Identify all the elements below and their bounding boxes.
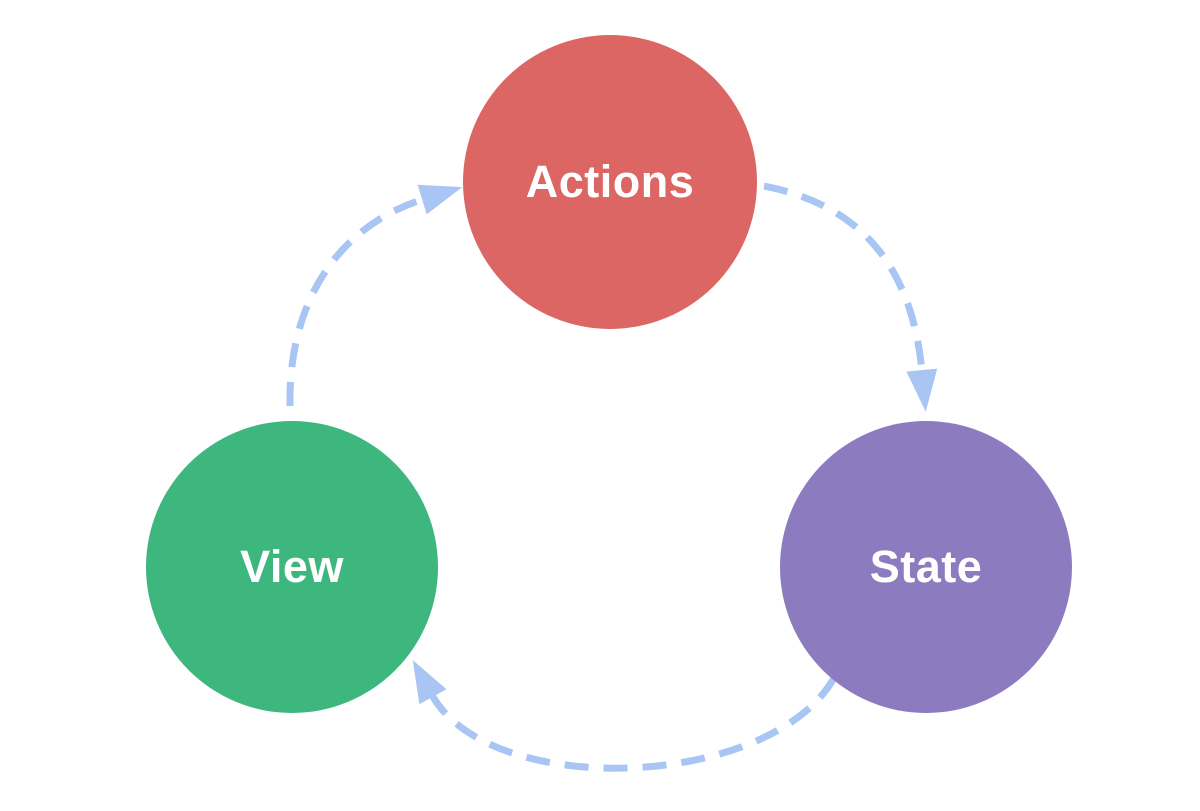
- node-actions-label: Actions: [525, 156, 695, 207]
- node-view-label: View: [240, 541, 344, 592]
- node-state: State: [780, 421, 1072, 713]
- edge-view-to-actions: [286, 184, 463, 407]
- node-state-label: State: [869, 541, 983, 592]
- node-view: View: [146, 421, 438, 713]
- node-actions: Actions: [463, 35, 757, 329]
- edge-actions-to-state: [763, 182, 938, 412]
- edge-state-to-view: [412, 660, 838, 772]
